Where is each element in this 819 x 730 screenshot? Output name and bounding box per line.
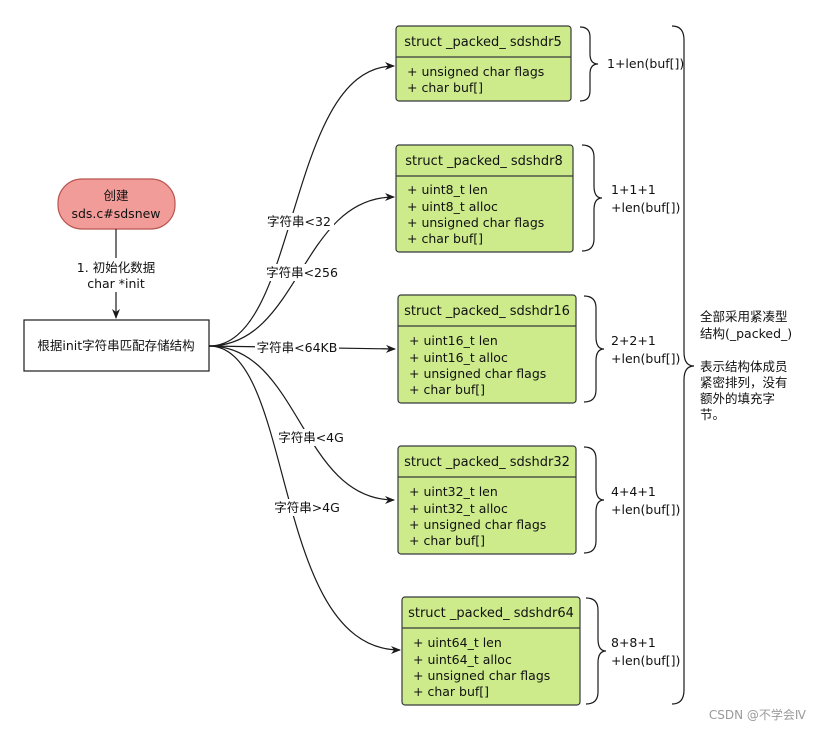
edge-to-sdshdr32 [208, 345, 395, 504]
init-edge: 1. 初始化数据 char *init [68, 229, 164, 319]
struct-field: + uint8_t len [407, 182, 488, 197]
size-label: +len(buf[]) [611, 653, 680, 668]
edge-labels: 字符串<32 字符串<256 字符串<64KB 字符串<4G 字符串>4G [255, 213, 347, 516]
note-line: 紧密排列，没有 [700, 375, 788, 390]
edge-label-lt256: 字符串<256 [266, 265, 338, 280]
size-braces [579, 26, 607, 705]
struct-sdshdr8: struct _packed_ sdshdr8 + uint8_t len + … [395, 144, 574, 253]
size-brace-sdshdr16 [583, 295, 605, 403]
struct-field: + unsigned char flags [409, 366, 546, 381]
edges [208, 62, 401, 654]
start-node: 创建 sds.c#sdsnew [57, 178, 176, 230]
struct-field: + uint16_t alloc [409, 350, 508, 365]
struct-sdshdr32: struct _packed_ sdshdr32 + uint32_t len … [397, 445, 577, 555]
struct-title: struct _packed_ sdshdr5 [404, 35, 562, 50]
struct-title: struct _packed_ sdshdr64 [408, 606, 574, 621]
struct-field: + char buf[] [409, 533, 485, 548]
note-line: 结构(_packed_) [700, 326, 792, 341]
struct-field: + uint8_t alloc [407, 199, 498, 214]
struct-field: + char buf[] [407, 80, 483, 95]
size-label: +len(buf[]) [611, 351, 680, 366]
struct-field: + char buf[] [407, 231, 483, 246]
struct-field: + unsigned char flags [407, 215, 544, 230]
size-brace-sdshdr5 [579, 26, 599, 102]
size-label: 8+8+1 [611, 635, 656, 650]
edge-to-sdshdr64 [208, 345, 401, 654]
size-label: 4+4+1 [611, 484, 656, 499]
struct-title: struct _packed_ sdshdr32 [404, 455, 570, 470]
start-node-title: 创建 [103, 188, 129, 203]
init-edge-label-param: char *init [87, 276, 145, 291]
struct-field: + unsigned char flags [407, 64, 544, 79]
size-brace-sdshdr64 [585, 597, 607, 705]
note-line: 额外的填充字 [700, 391, 775, 406]
struct-field: + uint32_t alloc [409, 501, 508, 516]
size-label: 2+2+1 [611, 333, 656, 348]
struct-field: + unsigned char flags [413, 668, 550, 683]
struct-sdshdr5: struct _packed_ sdshdr5 + unsigned char … [395, 25, 572, 102]
size-labels: 1+len(buf[]) 1+1+1 +len(buf[]) 2+2+1 +le… [607, 56, 684, 668]
size-label: +len(buf[]) [611, 502, 680, 517]
packed-note-brace [671, 25, 695, 705]
size-brace-sdshdr32 [583, 446, 605, 554]
packed-note: 全部采用紧凑型 结构(_packed_) 表示结构体成员 紧密排列，没有 额外的… [700, 309, 792, 422]
edge-label-lt32: 字符串<32 [267, 214, 331, 229]
struct-sdshdr64: struct _packed_ sdshdr64 + uint64_t len … [401, 596, 581, 706]
edge-label-gt4g: 字符串>4G [274, 500, 340, 515]
size-label: 1+1+1 [611, 182, 656, 197]
note-line: 节。 [700, 407, 725, 422]
size-label: 1+len(buf[]) [607, 56, 684, 71]
struct-title: struct _packed_ sdshdr16 [404, 304, 570, 319]
struct-field: + uint64_t len [413, 635, 502, 650]
size-label: +len(buf[]) [611, 200, 680, 215]
watermark: CSDN @不学会Ⅳ [709, 707, 806, 722]
struct-title: struct _packed_ sdshdr8 [405, 154, 563, 169]
struct-field: + char buf[] [409, 382, 485, 397]
start-node-function: sds.c#sdsnew [71, 206, 160, 221]
match-node-label: 根据init字符串匹配存储结构 [37, 338, 194, 353]
edge-to-sdshdr5 [208, 62, 395, 347]
struct-field: + unsigned char flags [409, 517, 546, 532]
edge-label-lt4g: 字符串<4G [278, 430, 344, 445]
struct-field: + uint64_t alloc [413, 652, 512, 667]
init-edge-label-step: 1. 初始化数据 [77, 260, 155, 275]
note-line: 全部采用紧凑型 [700, 309, 788, 324]
match-node: 根据init字符串匹配存储结构 [23, 319, 210, 372]
struct-sdshdr16: struct _packed_ sdshdr16 + uint16_t len … [397, 294, 577, 404]
struct-field: + uint32_t len [409, 484, 498, 499]
size-brace-sdshdr8 [581, 144, 603, 252]
note-line: 表示结构体成员 [700, 359, 788, 374]
edge-label-lt64kb: 字符串<64KB [257, 340, 338, 355]
struct-field: + uint16_t len [409, 333, 498, 348]
struct-field: + char buf[] [413, 684, 489, 699]
